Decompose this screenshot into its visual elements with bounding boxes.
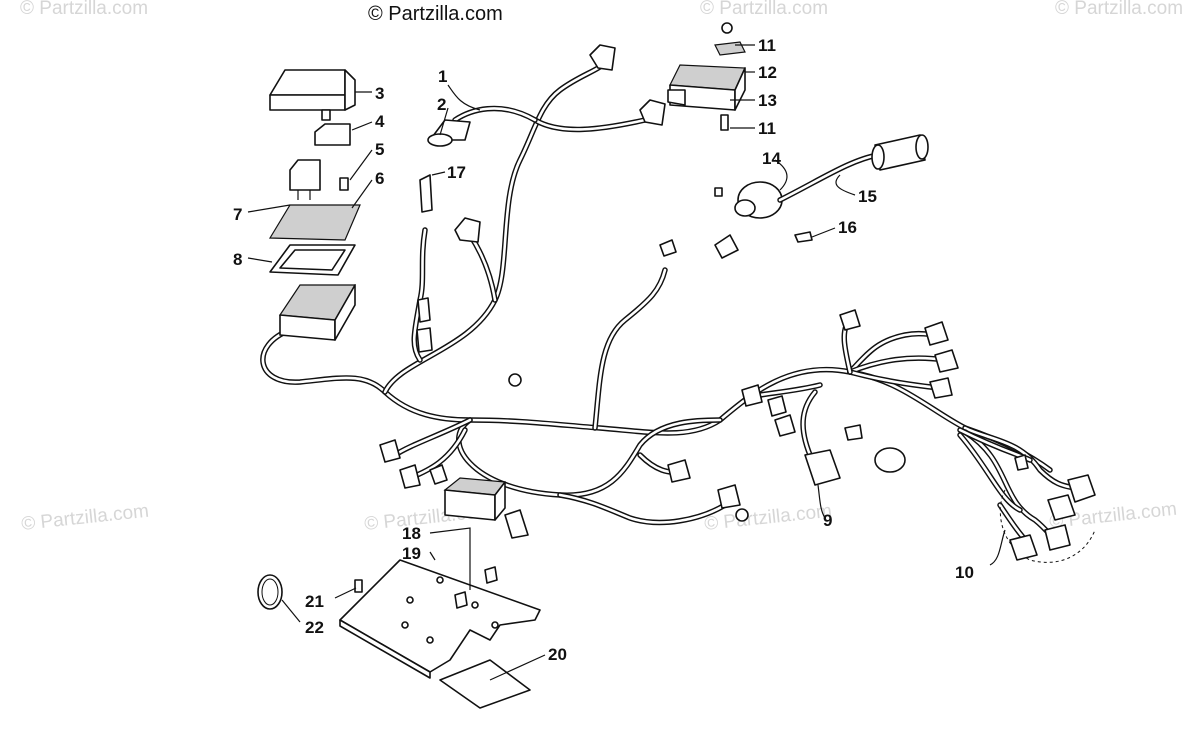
callout-labels: 3 4 5 6 7 8 1 2 17 11 12 13 11 14 15 16 …: [233, 36, 974, 664]
watermark-top-right: © Partzilla.com: [1055, 0, 1183, 19]
part-5-fuse: [339, 177, 349, 191]
connector-switch-plug: [659, 234, 739, 259]
connector-mid-left: [454, 217, 481, 243]
copyright-text: © Partzilla.com: [368, 3, 503, 25]
callout-16: 16: [838, 218, 857, 237]
callout-13: 13: [758, 91, 777, 110]
callout-1: 1: [438, 67, 447, 86]
part-14-switch: [714, 181, 783, 219]
part-17-fuse-holder: [416, 174, 433, 353]
connector-upper-right: [639, 99, 666, 126]
callout-2: 2: [437, 95, 446, 114]
connector-top: [589, 44, 616, 71]
callout-12: 12: [758, 63, 777, 82]
callout-7: 7: [233, 205, 242, 224]
callout-18: 18: [402, 524, 421, 543]
callout-6: 6: [375, 169, 384, 188]
part-18-module: [443, 477, 507, 521]
callout-19: 19: [402, 544, 421, 563]
callout-11-top: 11: [758, 36, 776, 55]
lower-connectors: [379, 373, 749, 539]
callout-20: 20: [548, 645, 567, 664]
part-15-grip: [777, 134, 929, 203]
part-21-screw: [354, 579, 363, 593]
main-wiring-harness: [260, 59, 1096, 563]
callout-8: 8: [233, 250, 242, 269]
watermarks: © Partzilla.com © Partzilla.com © Partzi…: [20, 0, 1183, 535]
fuse-block: [278, 284, 357, 341]
callout-10: 10: [955, 563, 974, 582]
part-20-pad: [439, 659, 531, 709]
callout-5: 5: [375, 140, 384, 159]
part-13-screw: [720, 114, 729, 131]
part-3-fuse-box-cover: [269, 69, 356, 121]
part-16-screw: [794, 231, 813, 243]
part-11-washer: [714, 22, 746, 56]
callout-9: 9: [823, 511, 832, 530]
part-12-voltage-regulator: [667, 64, 746, 111]
watermark-top-center: © Partzilla.com: [700, 0, 828, 19]
callout-3: 3: [375, 84, 384, 103]
leader-lines: [247, 44, 1006, 681]
watermark-mid-left: © Partzilla.com: [20, 501, 150, 535]
callout-15: 15: [858, 187, 877, 206]
part-4-relay: [314, 123, 351, 146]
callout-11-bottom: 11: [758, 119, 776, 138]
part-10-connectors: [1009, 454, 1096, 561]
callout-21: 21: [305, 592, 324, 611]
callout-4: 4: [375, 112, 385, 131]
part-2-connector: [427, 119, 471, 147]
part-6-terminal-plate: [268, 204, 361, 241]
part-19-mounting-plate: [339, 559, 541, 679]
callout-14: 14: [762, 149, 781, 168]
watermark-top-left: © Partzilla.com: [20, 0, 148, 19]
part-8-gasket: [269, 244, 356, 276]
callout-17: 17: [447, 163, 466, 182]
part-22-clamp: [257, 574, 283, 610]
callout-22: 22: [305, 618, 324, 637]
part-7-relay: [289, 159, 321, 200]
right-connectors: [741, 309, 959, 437]
part-9-connector: [804, 424, 906, 486]
